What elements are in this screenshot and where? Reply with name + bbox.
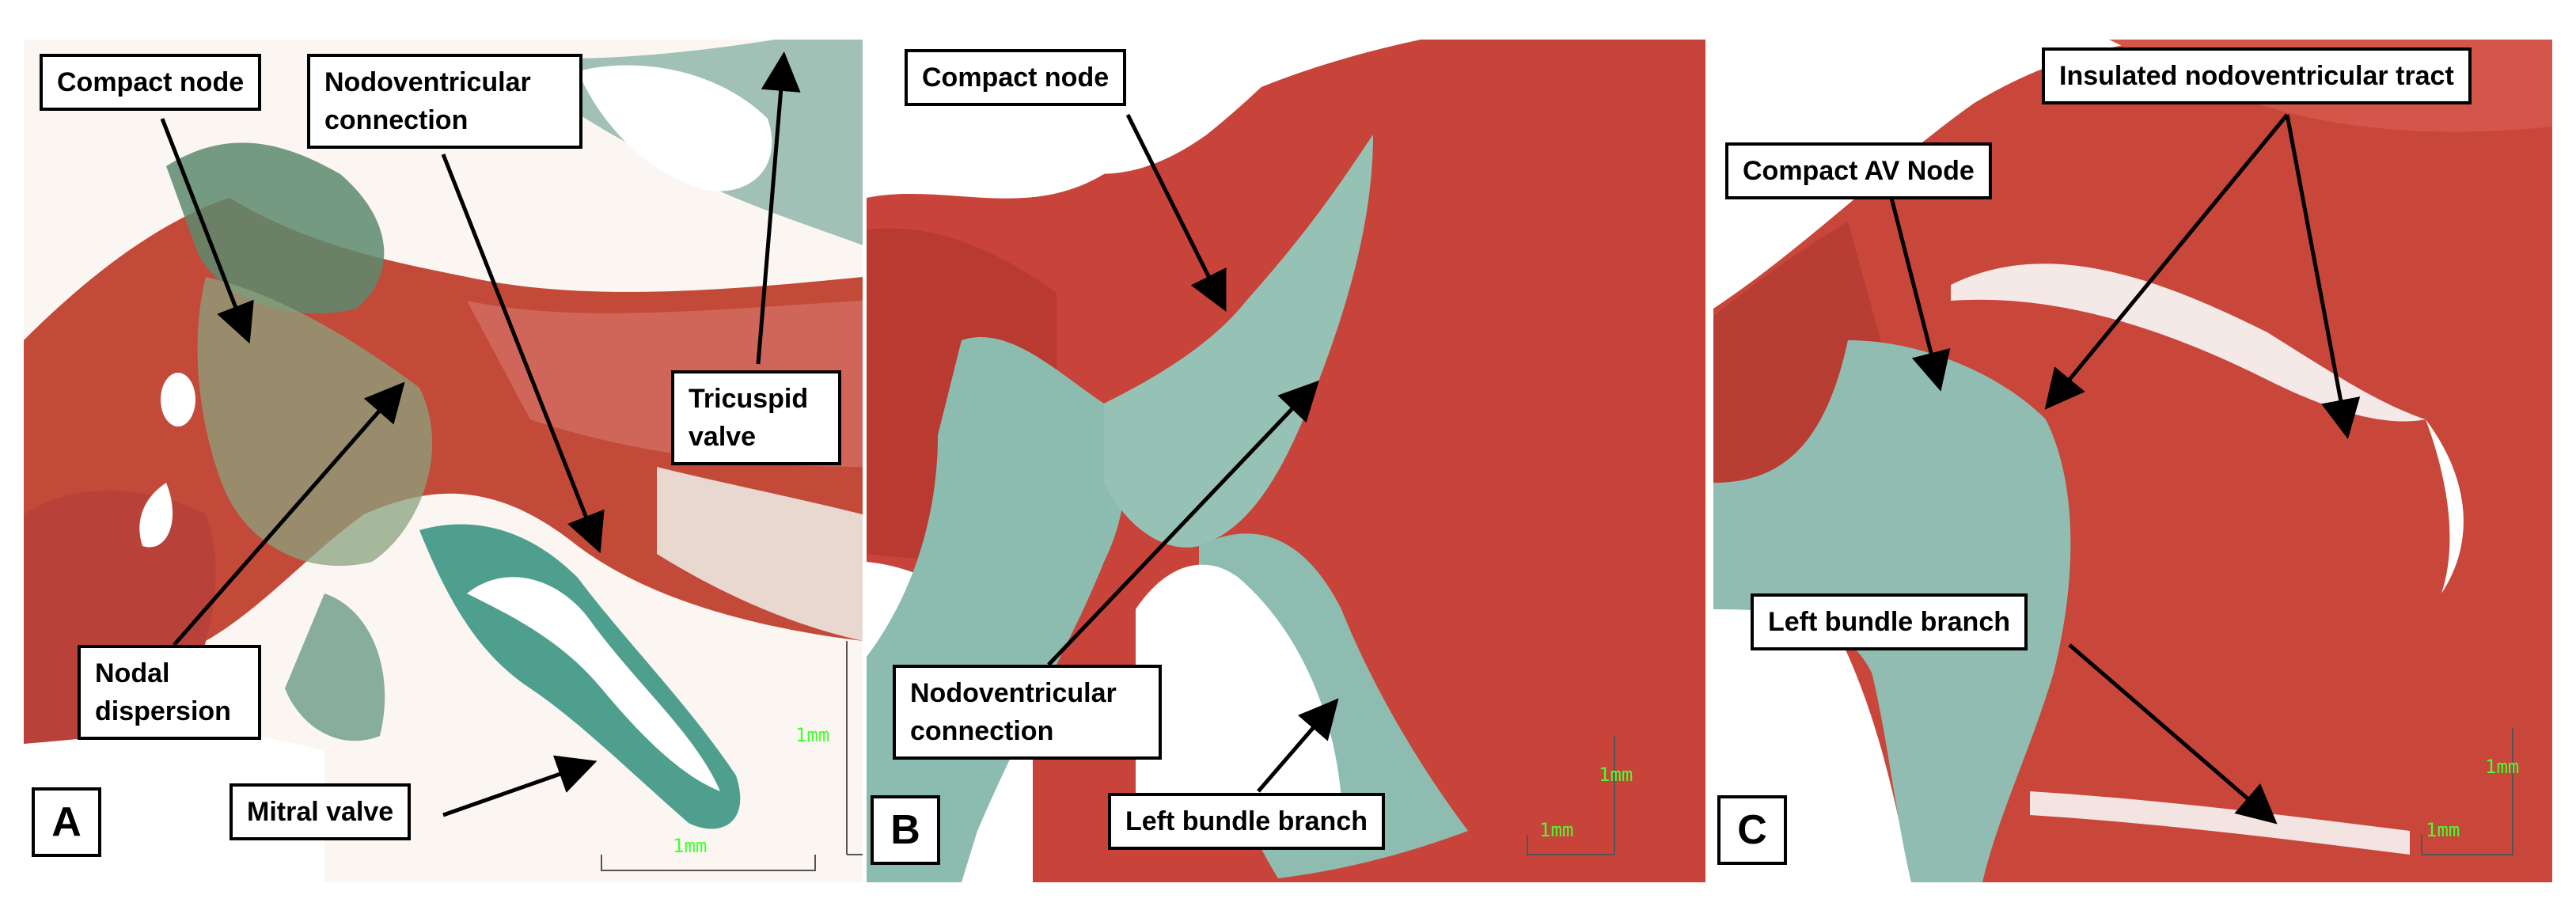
arrow-nodoventricular-a (441, 154, 605, 554)
arrow-left-bundle-c (2068, 643, 2278, 825)
label-compact-av-node: Compact AV Node (1725, 142, 1992, 199)
arrow-compact-node-b (1125, 113, 1227, 312)
arrow-mitral-valve (442, 755, 598, 817)
label-mitral-valve: Mitral valve (230, 783, 412, 840)
scale-label-vertical: 1mm (795, 724, 830, 746)
arrow-insulated-tract-1 (2044, 113, 2289, 410)
label-nodal-dispersion: Nodal dispersion (78, 645, 261, 740)
arrow-tricuspid-valve (756, 51, 801, 365)
label-nodoventricular-connection: Nodoventricular connection (307, 54, 582, 149)
label-nodoventricular-connection: Nodoventricular connection (893, 665, 1162, 760)
arrow-nodoventricular-b (1047, 380, 1319, 666)
panel-letter-a: A (32, 787, 101, 857)
scale-label-horizontal: 1mm (2426, 819, 2460, 841)
panel-a-histology (24, 40, 863, 882)
panel-letter-b: B (871, 795, 940, 865)
label-compact-node: Compact node (40, 54, 262, 111)
scale-label-horizontal: 1mm (1539, 819, 1574, 841)
scale-label-horizontal: 1mm (673, 835, 708, 857)
arrow-left-bundle-b (1257, 698, 1339, 793)
label-insulated-nodoventricular-tract: Insulated nodoventricular tract (2042, 47, 2472, 104)
label-tricuspid-valve: Tricuspid valve (671, 370, 841, 465)
arrow-compact-av-node (1889, 197, 1951, 392)
arrow-nodal-dispersion (173, 381, 405, 646)
panel-letter-c: C (1717, 795, 1787, 865)
label-left-bundle-branch: Left bundle branch (1108, 793, 1385, 850)
label-left-bundle-branch: Left bundle branch (1751, 593, 2028, 650)
scale-label-vertical: 1mm (1599, 764, 1633, 786)
scale-label-vertical: 1mm (2485, 756, 2520, 778)
panel-a: 1mm 1mm (24, 40, 863, 882)
arrow-compact-node-a (160, 118, 254, 344)
label-compact-node: Compact node (905, 49, 1127, 106)
arrow-insulated-tract-2 (2285, 114, 2361, 439)
